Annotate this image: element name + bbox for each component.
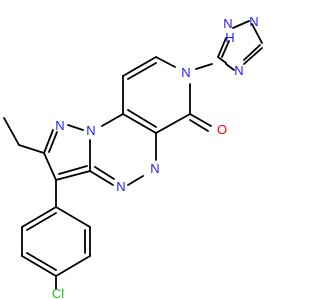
bond bbox=[195, 63, 213, 70]
bond bbox=[127, 109, 157, 128]
structure-canvas: N H N N N O N N N N Cl bbox=[3, 14, 263, 300]
bond bbox=[251, 23, 263, 44]
bond bbox=[94, 166, 115, 180]
bond bbox=[221, 40, 230, 58]
chemical-structure-diagram: N H N N N O N N N N Cl bbox=[3, 14, 263, 300]
bond bbox=[67, 124, 84, 131]
bond bbox=[243, 47, 263, 65]
bond bbox=[89, 170, 114, 186]
bond bbox=[155, 56, 176, 68]
bond bbox=[127, 62, 157, 80]
bond bbox=[43, 129, 54, 154]
atom-label-oxygen: O bbox=[217, 122, 227, 137]
bond bbox=[127, 175, 144, 186]
bond bbox=[21, 206, 57, 228]
bond bbox=[43, 152, 57, 181]
bond bbox=[55, 170, 91, 181]
bond bbox=[122, 113, 157, 134]
bond bbox=[26, 252, 57, 271]
bond bbox=[155, 113, 191, 134]
atom-label-hydrogen: H bbox=[225, 30, 234, 45]
bond bbox=[189, 119, 209, 132]
bond bbox=[232, 20, 250, 29]
bond bbox=[55, 255, 91, 277]
bond bbox=[3, 117, 20, 146]
bond-lines bbox=[3, 20, 263, 290]
atom-label-nitrogen: N bbox=[116, 179, 125, 194]
atom-label-chlorine: Cl bbox=[52, 286, 64, 300]
atom-labels: N H N N N O N N N N Cl bbox=[52, 14, 259, 300]
bond bbox=[55, 206, 91, 228]
bond bbox=[122, 56, 157, 77]
bond bbox=[243, 44, 261, 61]
bond bbox=[48, 131, 58, 153]
atom-label-nitrogen: N bbox=[86, 123, 95, 138]
bond bbox=[21, 255, 57, 277]
bond bbox=[101, 113, 124, 127]
bond bbox=[18, 144, 45, 154]
bond bbox=[217, 37, 227, 58]
bond bbox=[189, 113, 212, 127]
bond bbox=[26, 212, 57, 231]
bond bbox=[225, 63, 235, 71]
atom-label-nitrogen: N bbox=[150, 161, 159, 176]
atom-label-nitrogen: N bbox=[223, 16, 232, 31]
atom-label-nitrogen: N bbox=[234, 63, 243, 78]
atom-label-nitrogen: N bbox=[181, 65, 190, 80]
atom-label-nitrogen: N bbox=[55, 118, 64, 133]
bond bbox=[58, 165, 88, 175]
atom-label-nitrogen: N bbox=[249, 14, 258, 29]
bond bbox=[217, 56, 227, 64]
